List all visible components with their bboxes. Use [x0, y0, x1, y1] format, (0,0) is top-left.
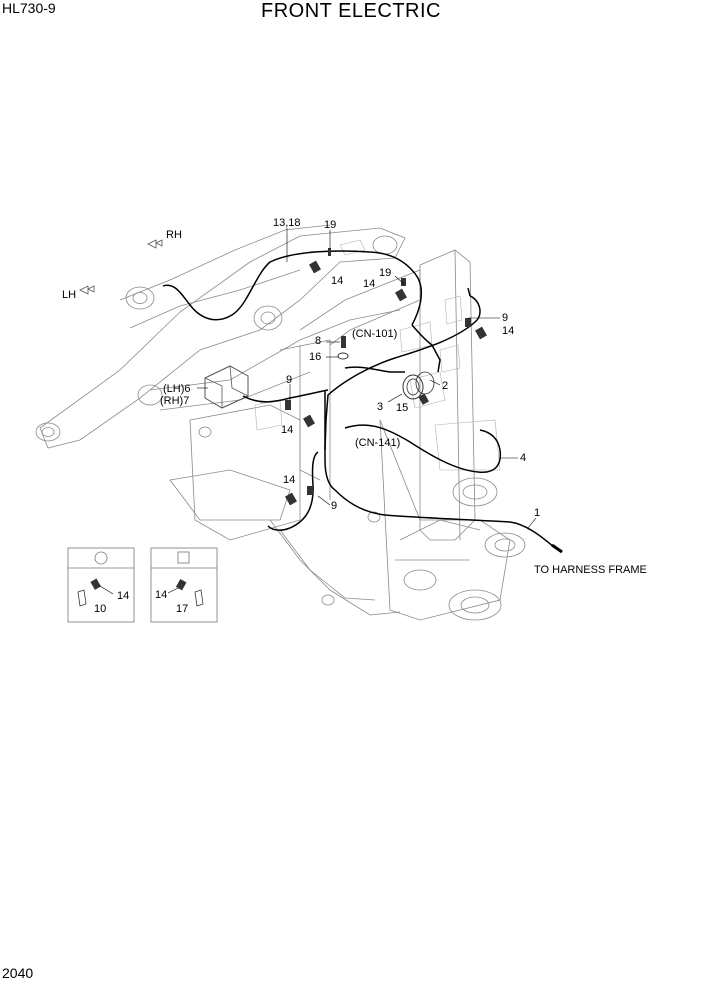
callout-2: 2	[442, 380, 448, 392]
detail-box-circle: 14 10	[67, 547, 135, 623]
callout-9-left: 9	[286, 374, 292, 386]
callout-1: 1	[534, 507, 540, 519]
callout-rh: RH	[166, 229, 182, 241]
callout-lh-6: (LH)6	[163, 383, 191, 395]
horn	[402, 371, 435, 400]
callout-19-top: 19	[324, 219, 336, 231]
detail-box-2-left: 14	[155, 589, 167, 601]
square-icon	[177, 551, 190, 564]
leader-lines	[197, 228, 537, 529]
callout-14-mid: 14	[281, 424, 293, 436]
callout-13-18: 13,18	[273, 217, 301, 229]
wire-harness	[162, 250, 563, 554]
detail-box-2-bottom: 17	[176, 603, 188, 615]
callout-rh-7: (RH)7	[160, 395, 189, 407]
rh-arrow-icon	[147, 239, 163, 249]
callout-9-lower: 9	[331, 500, 337, 512]
callout-cn-101: (CN-101)	[352, 328, 397, 340]
callout-14-lower: 14	[283, 474, 295, 486]
direction-arrows	[79, 239, 163, 295]
work-lamp	[204, 365, 249, 409]
callout-15: 15	[396, 402, 408, 414]
model-code: HL730-9	[2, 0, 56, 16]
detail-box-1-bottom: 10	[94, 603, 106, 615]
callout-16: 16	[309, 351, 321, 363]
callout-lh: LH	[62, 289, 76, 301]
callout-14-far-right: 14	[502, 325, 514, 337]
page-number: 2040	[2, 965, 34, 981]
detail-box-1-right: 14	[117, 590, 129, 602]
lh-arrow-icon	[79, 285, 95, 295]
callout-cn-141: (CN-141)	[355, 437, 400, 449]
callout-14-top: 14	[331, 275, 343, 287]
page-title: FRONT ELECTRIC	[261, 0, 441, 22]
callout-14-right: 14	[363, 278, 375, 290]
circle-icon	[94, 551, 108, 565]
callout-8: 8	[315, 335, 321, 347]
callout-19-right: 19	[379, 267, 391, 279]
callout-3: 3	[377, 401, 383, 413]
detail-box-square: 14 17	[150, 547, 218, 623]
callout-4: 4	[520, 452, 526, 464]
callout-9-right: 9	[502, 312, 508, 324]
clamps	[285, 248, 487, 506]
callout-to-harness-frame: TO HARNESS FRAME	[534, 564, 647, 576]
